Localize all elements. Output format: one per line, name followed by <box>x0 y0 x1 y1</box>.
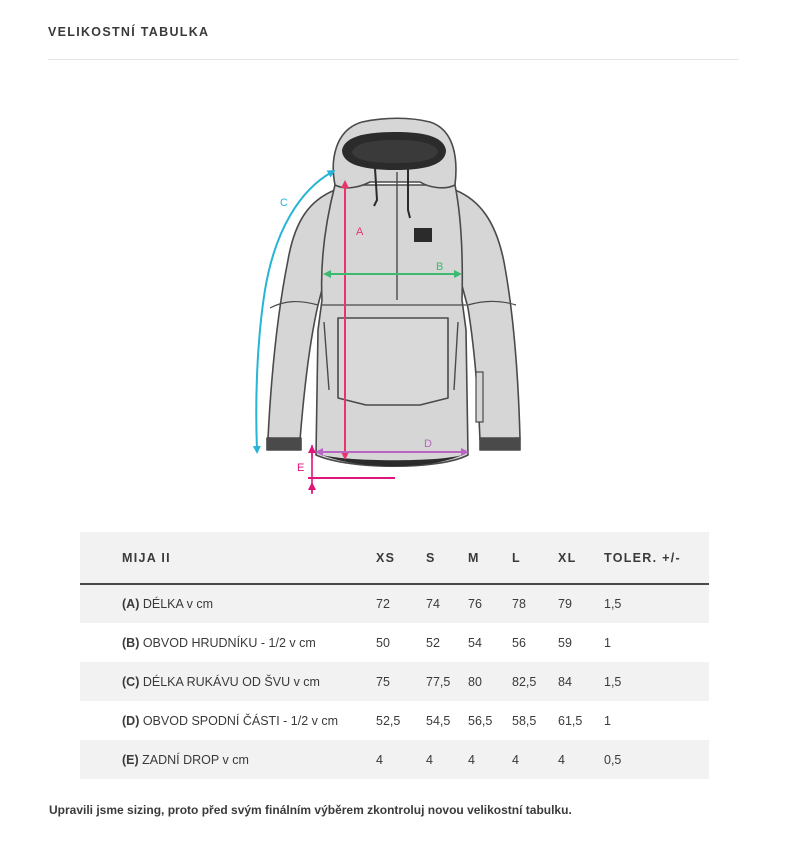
cell-xl: 4 <box>558 752 565 767</box>
row-label-text: OBVOD HRUDNÍKU - 1/2 v cm <box>139 635 316 650</box>
cell-l: 4 <box>512 752 519 767</box>
cell-xs: 4 <box>376 752 383 767</box>
table-row: (A) DÉLKA v cm 72 74 76 78 79 1,5 <box>80 584 709 623</box>
right-cuff <box>479 437 521 451</box>
cell-m: 76 <box>468 597 482 611</box>
cell-xs: 50 <box>376 635 390 650</box>
cell-xl: 61,5 <box>558 713 583 728</box>
cell-s: 54,5 <box>426 713 451 728</box>
cell-l: 56 <box>512 635 526 650</box>
page-title: VELIKOSTNÍ TABULKA <box>48 25 210 39</box>
right-sleeve <box>454 189 521 441</box>
cell-xs: 72 <box>376 597 390 611</box>
row-label-text: OBVOD SPODNÍ ČÁSTI - 1/2 v cm <box>139 713 339 728</box>
measure-d-label: D <box>424 438 432 450</box>
table-header-row: MIJA II XS S M L XL TOLER. +/- <box>80 532 709 584</box>
cell-m: 54 <box>468 635 482 650</box>
row-label: (A) DÉLKA v cm <box>80 584 376 623</box>
row-label-text: DÉLKA RUKÁVU OD ŠVU v cm <box>139 674 320 689</box>
size-table: MIJA II XS S M L XL TOLER. +/- (A) DÉLKA… <box>80 532 709 779</box>
jacket-measurement-diagram: A B C D E <box>252 117 521 494</box>
cell-xl: 59 <box>558 635 572 650</box>
cell-l: 82,5 <box>512 674 537 689</box>
cell-m: 56,5 <box>468 713 493 728</box>
cell-l: 78 <box>512 597 526 611</box>
row-letter: (E) <box>122 752 139 767</box>
header-size-xl: XL <box>558 550 577 565</box>
logo-patch <box>414 228 432 242</box>
cell-xs: 52,5 <box>376 713 401 728</box>
row-letter: (B) <box>122 635 140 650</box>
header-size-xs: XS <box>376 550 396 565</box>
row-label: (E) ZADNÍ DROP v cm <box>80 740 376 779</box>
cell-s: 4 <box>426 752 433 767</box>
header-size-m: M <box>468 550 480 565</box>
table-row: (D) OBVOD SPODNÍ ČÁSTI - 1/2 v cm 52,5 5… <box>80 701 709 740</box>
hem-shadow <box>322 455 462 467</box>
measure-c-label: C <box>280 197 288 209</box>
cell-s: 52 <box>426 635 440 650</box>
cell-xl: 84 <box>558 674 572 689</box>
row-label: (C) DÉLKA RUKÁVU OD ŠVU v cm <box>80 662 376 701</box>
header-tolerance: TOLER. +/- <box>604 550 682 565</box>
header-model-name: MIJA II <box>122 550 171 565</box>
title-divider <box>48 59 739 60</box>
cell-m: 4 <box>468 752 475 767</box>
cell-tolerance: 1 <box>604 635 611 650</box>
measure-e-label: E <box>297 462 304 474</box>
row-letter: (A) <box>122 597 140 611</box>
measure-a-label: A <box>356 226 364 238</box>
table-row: (B) OBVOD HRUDNÍKU - 1/2 v cm 50 52 54 5… <box>80 623 709 662</box>
cell-tolerance: 1,5 <box>604 597 622 611</box>
row-label: (D) OBVOD SPODNÍ ČÁSTI - 1/2 v cm <box>80 701 376 740</box>
row-letter: (C) <box>122 674 140 689</box>
measure-b-label: B <box>436 261 443 273</box>
header-size-s: S <box>426 550 436 565</box>
measure-c-line <box>252 170 336 454</box>
kangaroo-pocket <box>337 317 449 406</box>
row-label: (B) OBVOD HRUDNÍKU - 1/2 v cm <box>80 623 376 662</box>
cell-tolerance: 1 <box>604 713 611 728</box>
cell-m: 80 <box>468 674 482 689</box>
table-row: (C) DÉLKA RUKÁVU OD ŠVU v cm 75 77,5 80 … <box>80 662 709 701</box>
cell-xs: 75 <box>376 674 390 689</box>
header-size-l: L <box>512 550 521 565</box>
cell-l: 58,5 <box>512 713 537 728</box>
sizing-update-note: Upravili jsme sizing, proto před svým fi… <box>49 803 572 817</box>
cell-xl: 79 <box>558 597 572 611</box>
row-label-text: ZADNÍ DROP v cm <box>138 752 249 767</box>
cell-s: 77,5 <box>426 674 451 689</box>
cell-tolerance: 1,5 <box>604 674 622 689</box>
row-letter: (D) <box>122 713 140 728</box>
cell-s: 74 <box>426 597 440 611</box>
row-label-text: DÉLKA v cm <box>139 597 213 611</box>
left-cuff <box>266 437 302 451</box>
table-row: (E) ZADNÍ DROP v cm 4 4 4 4 4 0,5 <box>80 740 709 779</box>
cell-tolerance: 0,5 <box>604 752 622 767</box>
